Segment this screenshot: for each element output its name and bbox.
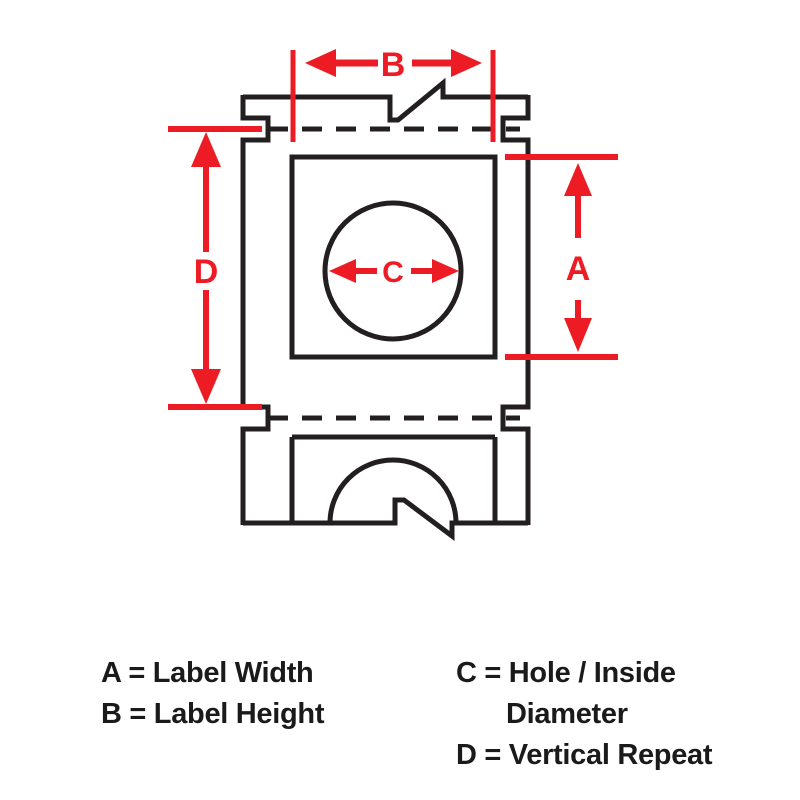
label-body-rectangle [289, 154, 498, 360]
dimension-b: B [290, 46, 496, 142]
partial-label-below [289, 434, 498, 523]
dimension-b-label: B [381, 46, 406, 84]
legend-item-a: A = Label Width [101, 657, 313, 689]
dimension-b-arrowhead-left [305, 49, 336, 77]
legend-item-d: D = Vertical Repeat [456, 739, 713, 771]
break-line-top [243, 77, 528, 123]
dimension-c: C [329, 256, 459, 289]
dimension-c-arrowhead-left [329, 259, 356, 283]
dimension-a-label: A [566, 250, 591, 288]
dimension-a-arrowhead-bottom [564, 318, 592, 352]
label-artwork-group [240, 77, 531, 541]
dimension-b-arrowhead-right [451, 49, 482, 77]
hole-circle [322, 200, 464, 342]
dimension-c-arrowhead-right [432, 259, 459, 283]
dimension-d-arrowhead-top [191, 132, 221, 167]
dimension-a-arrowhead-top [564, 163, 592, 196]
web-right-edge [500, 95, 531, 525]
legend-group: A = Label Width B = Label Height C = Hol… [101, 657, 713, 771]
partial-hole-arc [327, 457, 459, 524]
dimension-c-label: C [382, 256, 404, 289]
break-line-bottom [243, 497, 528, 541]
dimension-d-label: D [194, 253, 219, 291]
dimension-d: D [168, 126, 262, 410]
dimension-a: A [505, 154, 618, 360]
perforation-lines-group [268, 126, 520, 421]
legend-item-c: C = Hole / Inside [456, 657, 676, 689]
web-left-edge [240, 95, 271, 525]
legend-item-b: B = Label Height [101, 698, 325, 730]
legend-item-c-continuation: Diameter [506, 698, 628, 730]
dimension-d-arrowhead-bottom [191, 369, 221, 404]
dimension-annotations-group: B D [168, 46, 618, 410]
